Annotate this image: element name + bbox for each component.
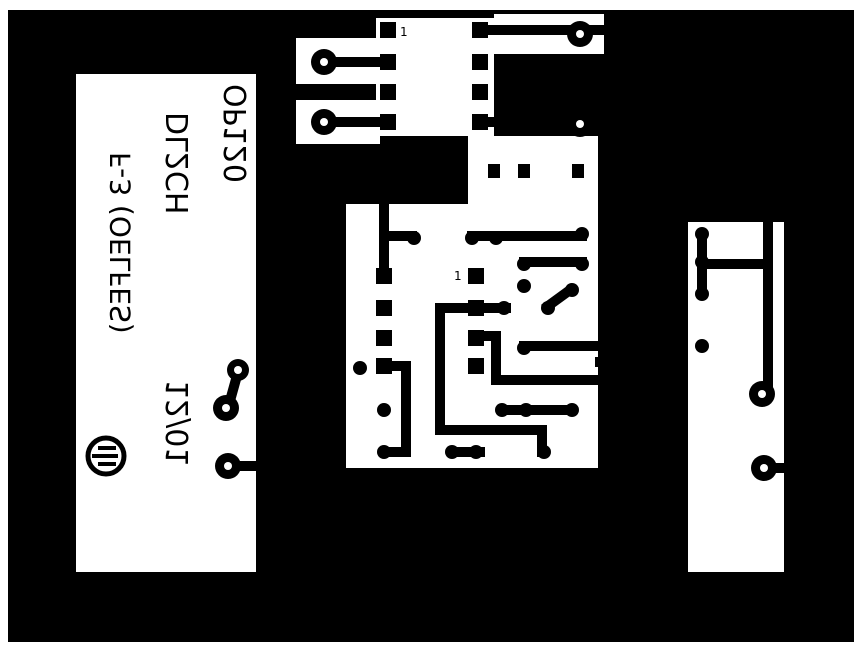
silk-line1: OP120	[219, 84, 254, 183]
silk-line3: F-3 (OELFES)	[104, 152, 137, 334]
silk-line2: DL2CH	[161, 112, 196, 214]
silk-date: 12/01	[161, 380, 196, 466]
pin1-label-mid: 1	[454, 269, 462, 283]
ce-logo-icon	[85, 435, 127, 477]
silkscreen-text: OP120	[219, 84, 254, 183]
pin1-label-top: 1	[400, 25, 408, 39]
left-panel	[76, 74, 256, 572]
pads	[213, 21, 777, 481]
